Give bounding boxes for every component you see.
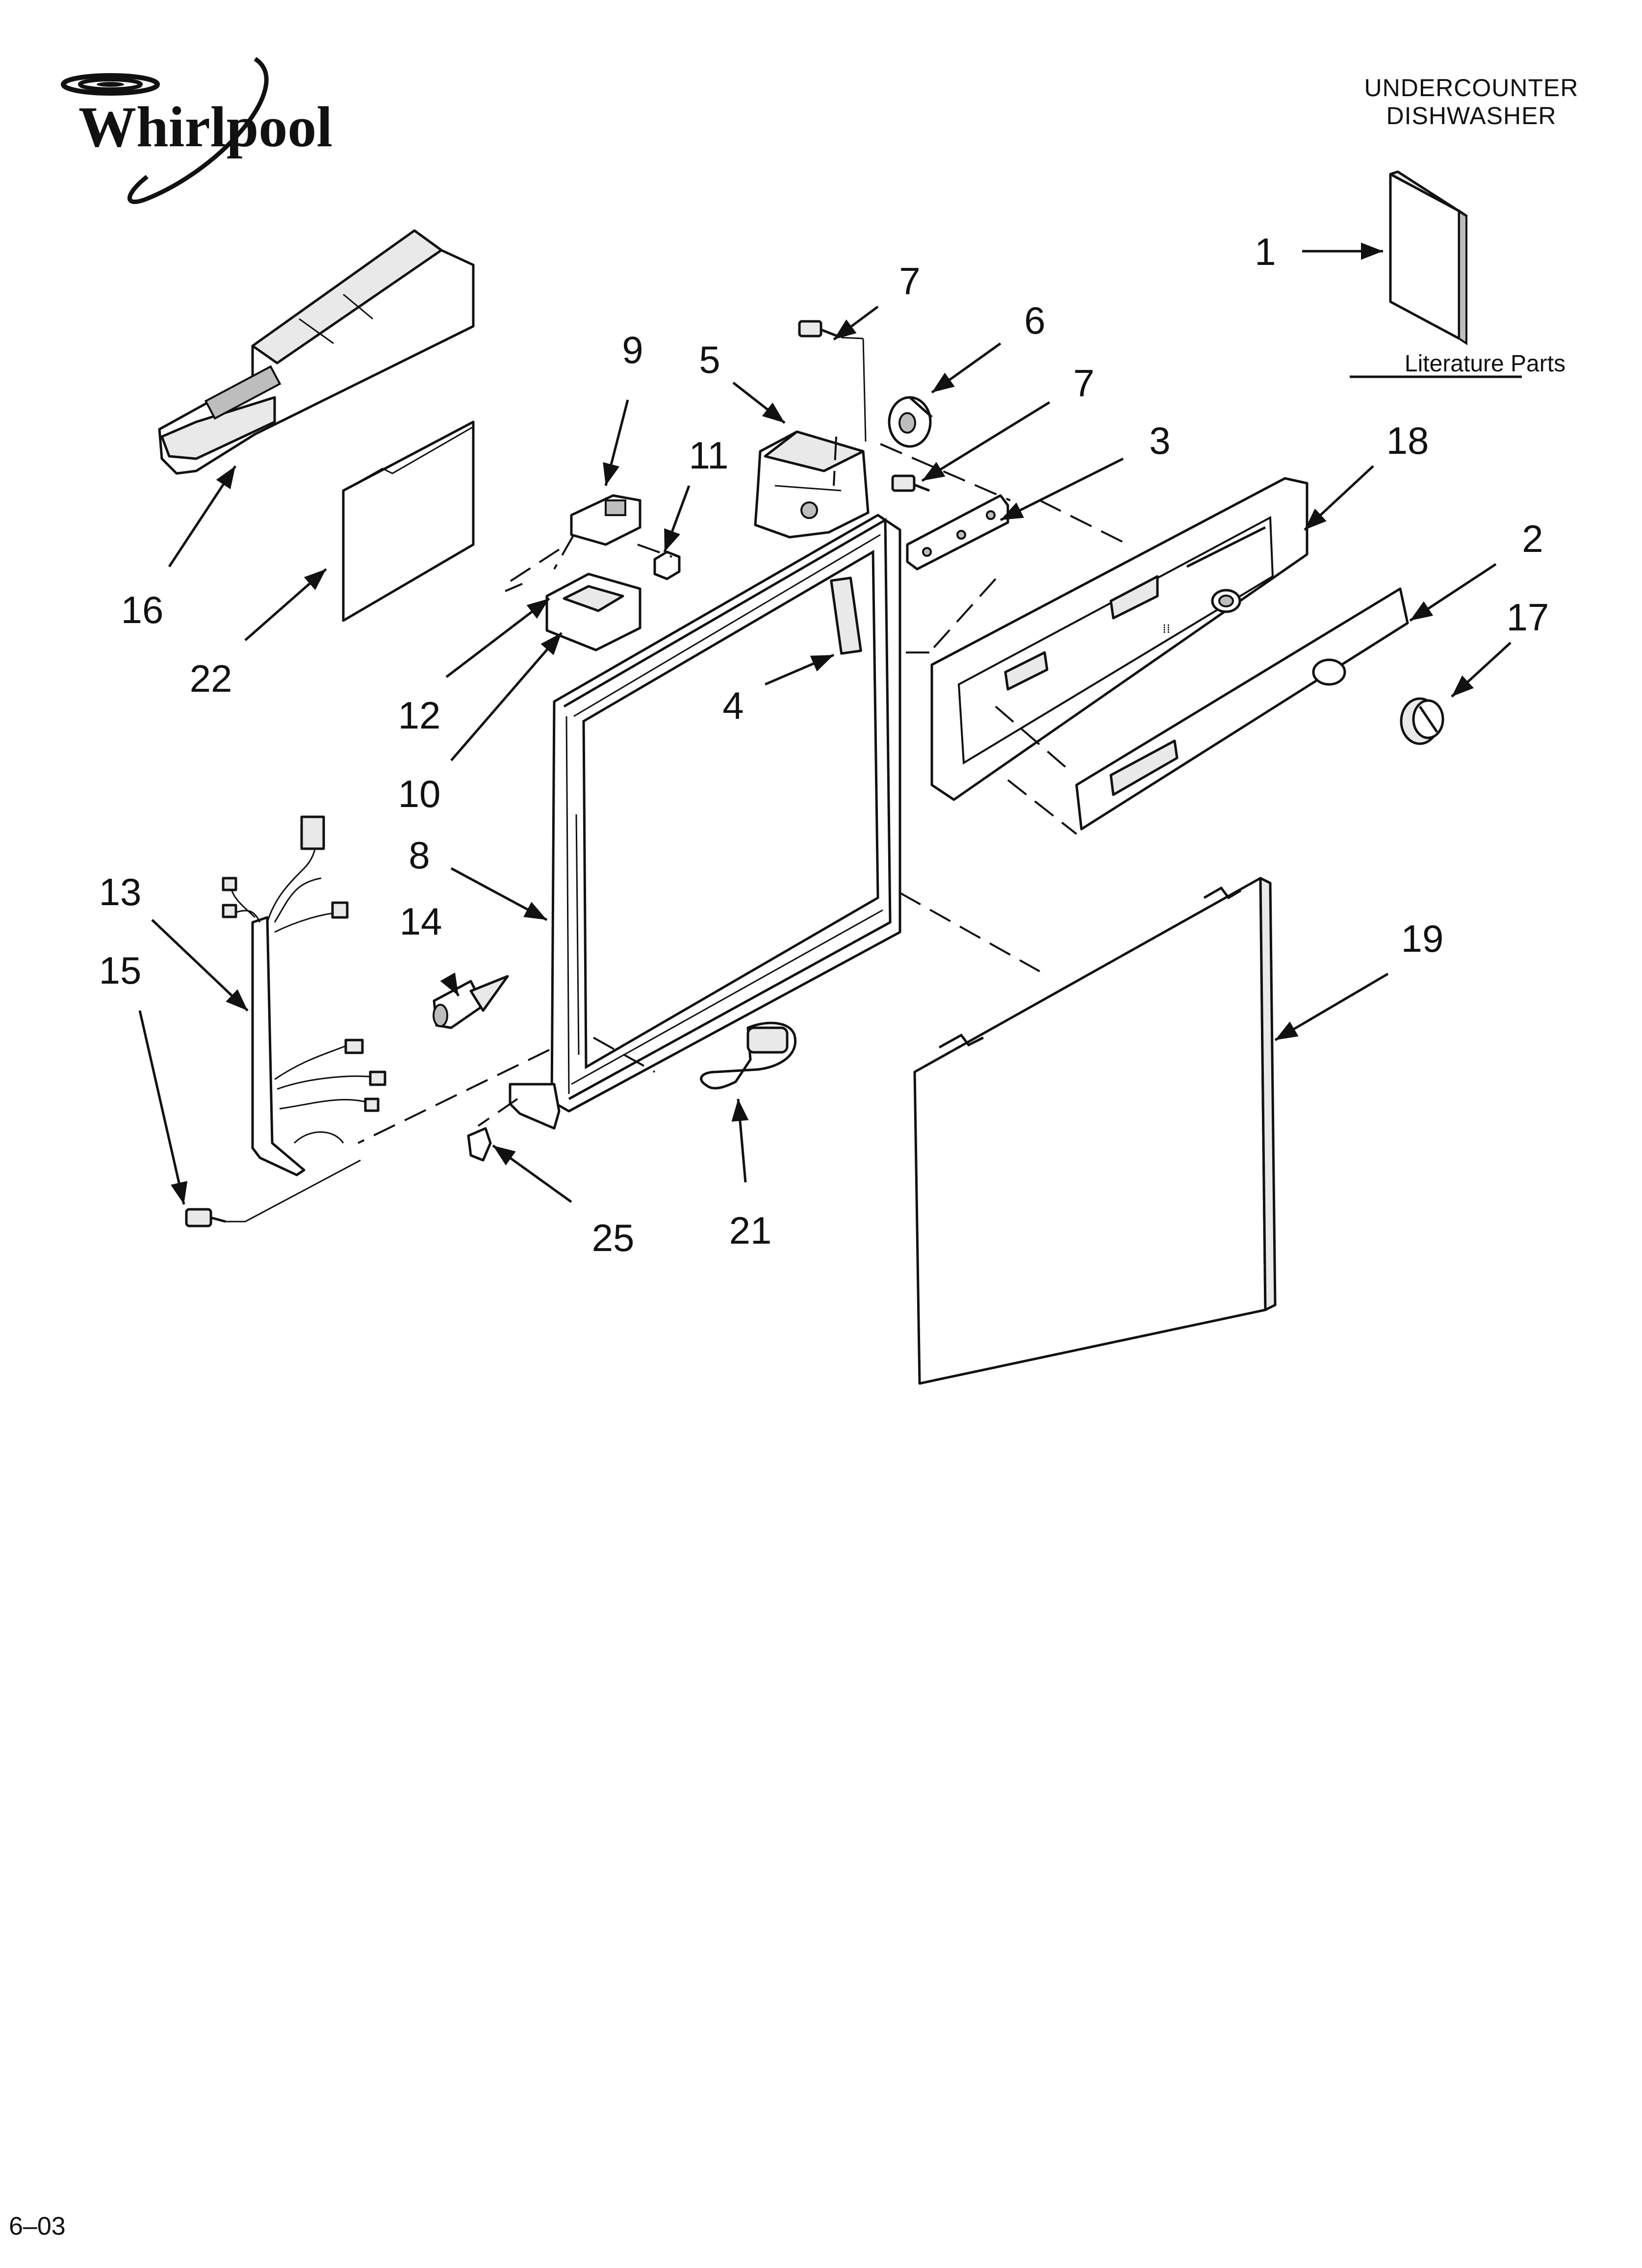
header-line-2: DISHWASHER [1386,102,1556,130]
callout-6: 6 [1024,299,1045,342]
callout-13: 13 [99,870,142,913]
callout-7-upper: 7 [899,260,920,303]
latch-assembly-part [570,494,681,580]
callout-labels: 1 7 6 9 5 7 3 18 11 2 17 16 22 4 12 10 8… [99,230,1549,1259]
panel-overlay-part [1075,587,1409,831]
door-handle-clip-part [700,1021,796,1090]
control-panel-part: ⁞⁞ [930,477,1308,801]
callout-3: 3 [1149,419,1170,462]
clip-part [467,1127,492,1162]
footer-code: 6–03 [9,2212,66,2241]
shaft-coupler-part [888,396,933,448]
callout-18: 18 [1386,419,1429,462]
timer-module-part [754,430,870,539]
insulation-sheet-part [342,420,475,622]
swirl-icon [61,57,269,204]
callout-19: 19 [1401,917,1444,960]
harness-screw-part [185,1208,226,1227]
door-panel-part [913,877,1277,1385]
callout-8: 8 [409,834,430,877]
header-line-1: UNDERCOUNTER [1364,74,1579,102]
literature-parts-label: Literature Parts [1405,351,1565,377]
callout-2: 2 [1522,517,1543,560]
callout-12: 12 [398,694,441,737]
wiring-harness-part [222,815,386,1176]
callout-16: 16 [121,588,164,631]
vent-housing-part [158,229,475,475]
svg-text:⁞⁞: ⁞⁞ [1162,622,1171,636]
callout-22: 22 [190,657,232,700]
callout-17: 17 [1507,596,1549,639]
latch-rod-part [505,583,523,592]
literature-booklet-part [1389,170,1468,345]
brand-wordmark: Whirlpool [78,95,333,159]
callout-9: 9 [622,328,643,371]
screw-part-lower [891,474,930,492]
callout-21: 21 [729,1209,772,1252]
latch-bracket-part [545,573,641,652]
callout-14: 14 [400,900,442,943]
alignment-guides [226,337,1129,1223]
callout-4: 4 [722,684,744,727]
screw-part-upper [798,320,839,338]
callout-10: 10 [398,772,441,815]
callout-7-lower: 7 [1073,362,1094,405]
callout-5: 5 [699,338,720,381]
callout-25: 25 [592,1216,635,1259]
brand-logo: Whirlpool [61,57,333,204]
callout-15: 15 [99,949,142,992]
callout-1: 1 [1255,230,1276,273]
control-knob-part [1400,697,1444,745]
indicator-board-part [906,494,1009,571]
callout-11: 11 [689,434,729,477]
sensor-part [433,975,509,1029]
callout-arrows [138,242,1512,1205]
